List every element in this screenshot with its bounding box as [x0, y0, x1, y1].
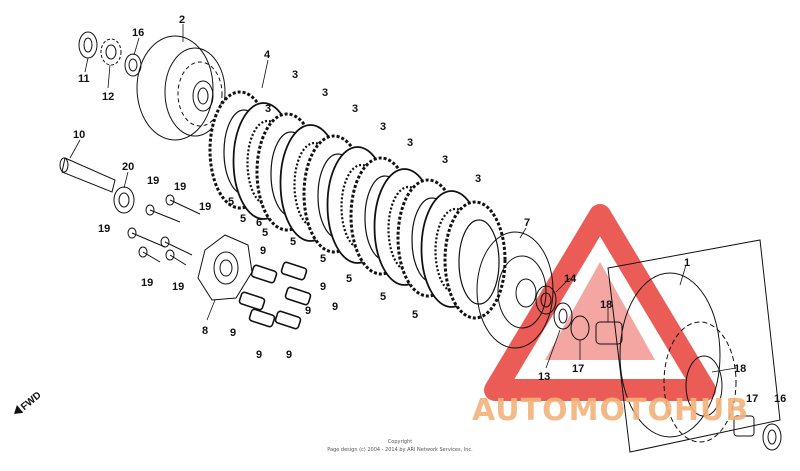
callout-3: 3 — [380, 121, 386, 133]
callout-11: 11 — [78, 73, 90, 85]
callout-17: 17 — [746, 393, 758, 405]
callout-9: 9 — [320, 281, 326, 293]
part-10-pushrod — [59, 157, 116, 193]
part-2-clutch-outer — [136, 35, 226, 141]
forward-label: FWD — [19, 390, 44, 413]
callout-12: 12 — [102, 91, 114, 103]
callout-19: 19 — [172, 281, 184, 293]
callout-9: 9 — [305, 305, 311, 317]
leader-lines — [69, 24, 737, 373]
callout-19: 19 — [147, 175, 159, 187]
callout-19: 19 — [141, 277, 153, 289]
callout-8: 8 — [202, 325, 208, 337]
callout-labels: 1 2 3 3 3 3 3 3 3 3 4 5 5 5 5 5 5 5 5 6 … — [73, 14, 786, 405]
callout-19: 19 — [174, 181, 186, 193]
callout-2: 2 — [179, 14, 185, 26]
clutch-plate-stack — [208, 90, 507, 320]
callout-5: 5 — [380, 291, 386, 303]
copyright-notice: Page design (c) 2004 - 2014 by ARI Netwo… — [327, 447, 473, 453]
callout-9: 9 — [332, 301, 338, 313]
part-12-lock-washer — [100, 38, 122, 66]
callout-5: 5 — [346, 273, 352, 285]
callout-5: 5 — [262, 227, 268, 239]
callout-5: 5 — [228, 196, 234, 208]
part-14-collar — [535, 285, 557, 315]
callout-1: 1 — [684, 257, 690, 269]
part-9-springs — [238, 261, 312, 330]
callout-9: 9 — [256, 349, 262, 361]
forward-arrow-icon — [14, 405, 24, 414]
callout-17: 17 — [572, 363, 584, 375]
callout-13: 13 — [538, 371, 550, 383]
callout-5: 5 — [412, 309, 418, 321]
callout-3: 3 — [475, 173, 481, 185]
part-19-bolts — [127, 194, 201, 266]
callout-6: 6 — [256, 217, 262, 229]
callout-18: 18 — [734, 363, 746, 375]
part-11-lock-washer — [78, 31, 98, 59]
callout-9: 9 — [286, 349, 292, 361]
callout-16: 16 — [132, 27, 144, 39]
part-17-needle-bearing-lower — [733, 415, 755, 437]
callout-19: 19 — [98, 223, 110, 235]
part-20-bearing — [113, 186, 135, 214]
callout-10: 10 — [73, 129, 85, 141]
forward-direction-indicator: FWD — [14, 390, 44, 414]
callout-5: 5 — [290, 236, 296, 248]
callout-3: 3 — [352, 103, 358, 115]
friction-disc — [443, 200, 507, 320]
callout-9: 9 — [230, 327, 236, 339]
part-1-clutch-housing — [607, 239, 781, 453]
callout-3: 3 — [292, 69, 298, 81]
callout-16: 16 — [774, 393, 786, 405]
callout-20: 20 — [122, 161, 134, 173]
callout-4: 4 — [264, 49, 271, 61]
watermark-text: AUTOMOTOHUB — [472, 393, 749, 428]
part-13-washer — [553, 302, 573, 330]
callout-14: 14 — [564, 273, 577, 285]
callout-5: 5 — [320, 253, 326, 265]
part-8-lifter-plate — [197, 234, 253, 301]
callout-19: 19 — [199, 201, 211, 213]
callout-3: 3 — [265, 103, 271, 115]
callout-9: 9 — [260, 245, 266, 257]
callout-5: 5 — [240, 213, 246, 225]
callout-3: 3 — [407, 137, 413, 149]
copyright-title: Copyright — [388, 439, 412, 445]
part-16-washer-lower — [762, 423, 782, 451]
callout-3: 3 — [442, 154, 448, 166]
callout-3: 3 — [322, 87, 328, 99]
callout-7: 7 — [524, 217, 530, 229]
callout-18: 18 — [600, 299, 612, 311]
